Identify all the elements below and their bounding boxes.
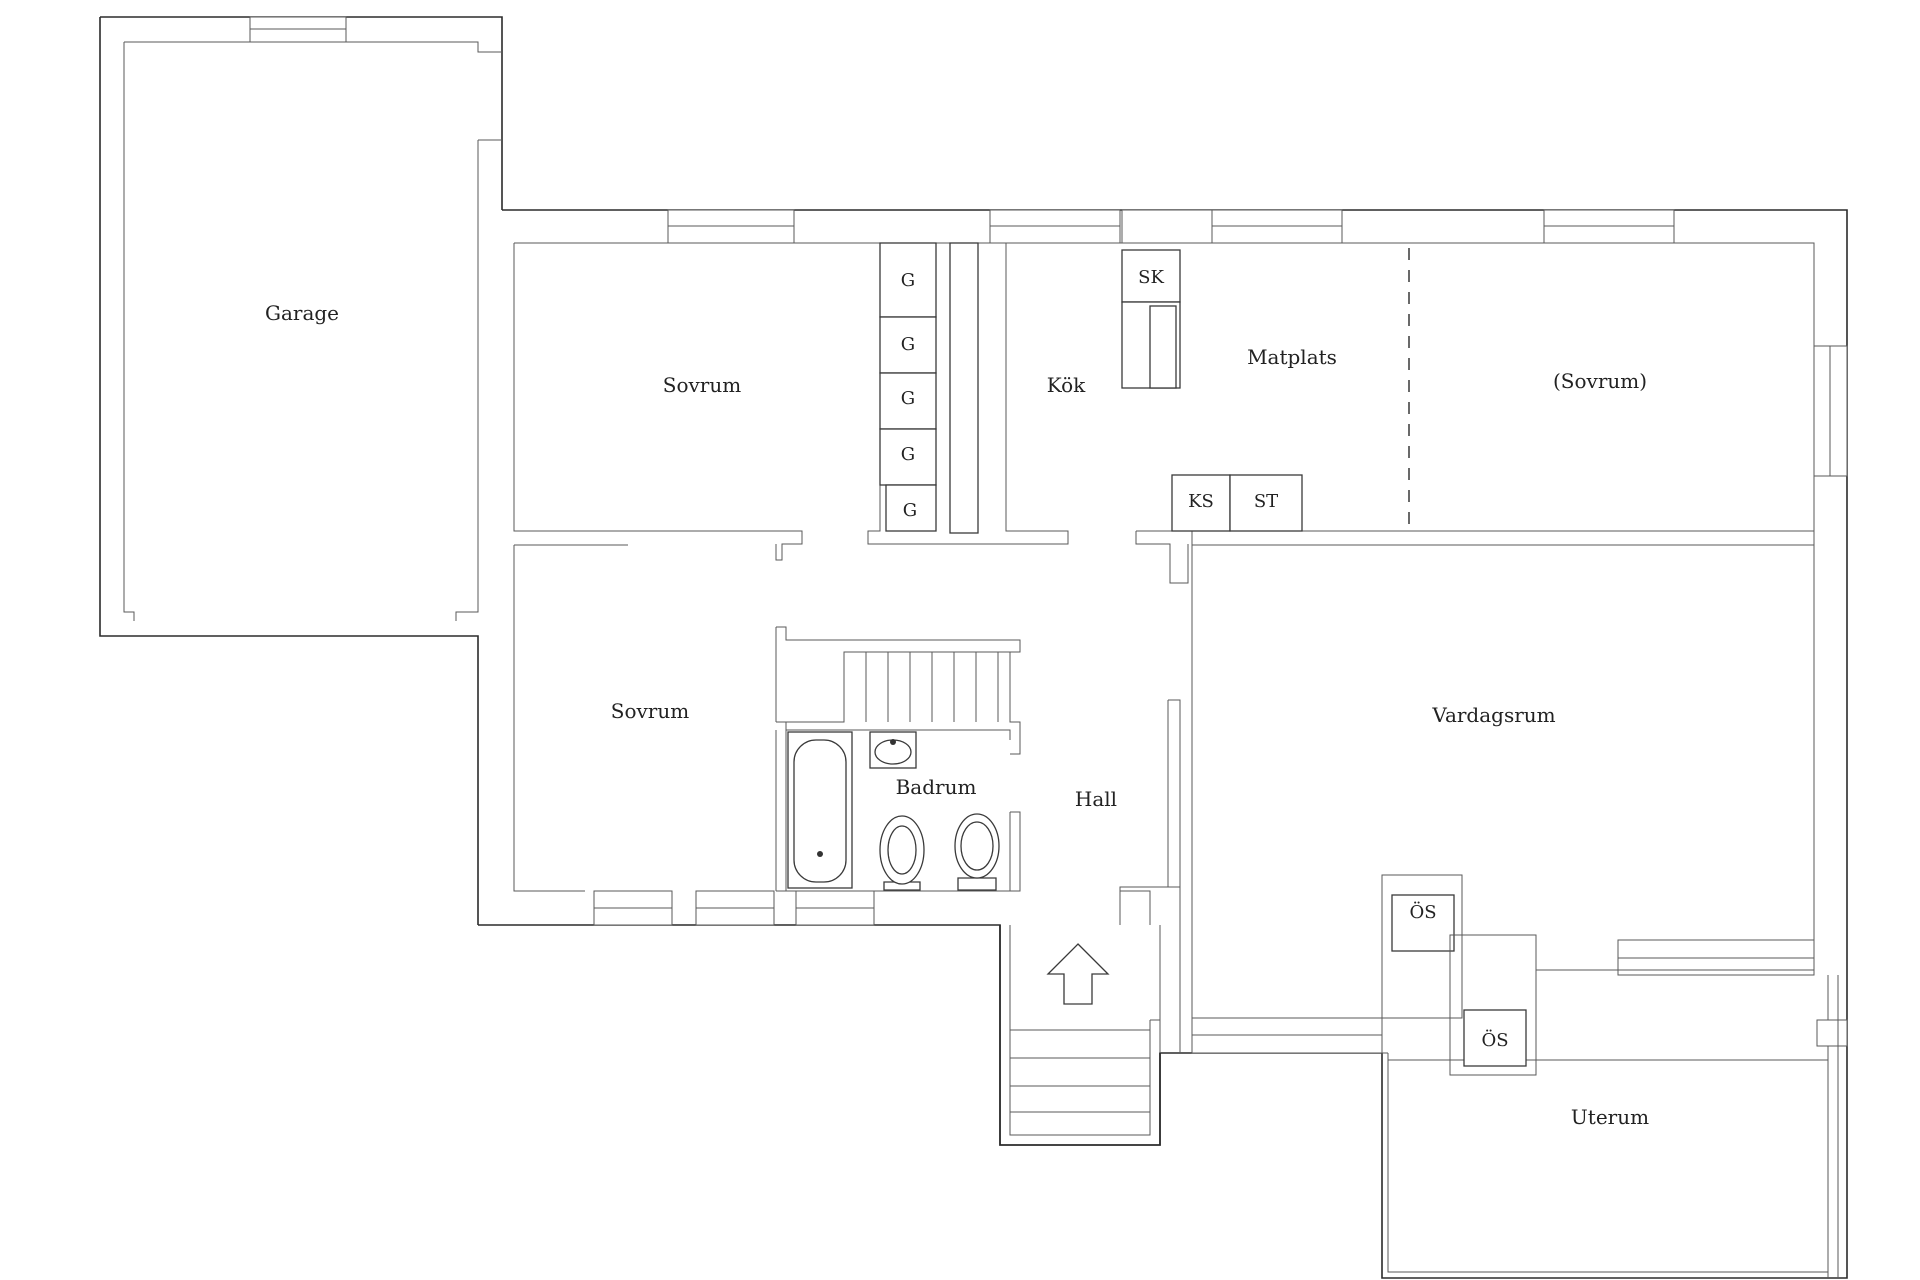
label-garage: Garage: [265, 301, 339, 325]
sk-tag: SK: [1138, 267, 1164, 288]
st-tag: ST: [1254, 491, 1278, 512]
bathroom: [787, 731, 1000, 891]
fireplaces: [1381, 874, 1537, 1076]
toilet-icon: [954, 813, 1000, 891]
st-cabinet: [1229, 474, 1303, 532]
wardrobe-tag: G: [903, 500, 917, 521]
wardrobe-tag: G: [901, 388, 915, 409]
window: [1121, 209, 1213, 244]
counter: [949, 242, 979, 534]
sink-icon: [869, 731, 917, 769]
window: [1816, 1019, 1848, 1047]
wardrobe-tag: G: [901, 270, 915, 291]
os-lower: [1463, 1009, 1527, 1067]
os-lower-tag: ÖS: [1481, 1028, 1508, 1051]
label-kok: Kök: [1047, 373, 1086, 397]
ks-tag: KS: [1188, 491, 1214, 512]
label-sovrum-top: Sovrum: [663, 373, 741, 397]
counter: [1149, 305, 1177, 389]
garage: [99, 16, 503, 925]
uterum-walls: [1382, 975, 1839, 1278]
stairs-icon: [843, 652, 999, 722]
label-sovrum-bottom: Sovrum: [611, 699, 689, 723]
wardrobe-tag: G: [901, 334, 915, 355]
wardrobe: [885, 484, 937, 532]
windows: [593, 209, 1848, 1054]
wardrobe-tag: G: [901, 444, 915, 465]
label-uterum: Uterum: [1571, 1105, 1649, 1129]
wardrobe: [879, 316, 937, 374]
label-vardagsrum: Vardagsrum: [1431, 703, 1555, 727]
entrance-steps: [999, 925, 1161, 1146]
label-matplats: Matplats: [1247, 345, 1337, 369]
label-sovrum-paren: (Sovrum): [1553, 369, 1647, 393]
os-upper-tag: ÖS: [1409, 900, 1436, 923]
wardrobes: [879, 242, 937, 532]
os-upper: [1391, 894, 1455, 952]
label-badrum: Badrum: [896, 775, 977, 799]
fixture-tags: G G G G G SK KS ST ÖS ÖS: [901, 267, 1509, 1051]
kitchen: [949, 242, 1303, 534]
bidet-icon: [879, 815, 925, 891]
label-hall: Hall: [1075, 787, 1117, 811]
arrow-up-icon: [1046, 943, 1110, 1005]
room-labels: Garage Sovrum Kök Matplats (Sovrum) Sovr…: [265, 301, 1649, 1129]
ks-cabinet: [1171, 474, 1231, 532]
